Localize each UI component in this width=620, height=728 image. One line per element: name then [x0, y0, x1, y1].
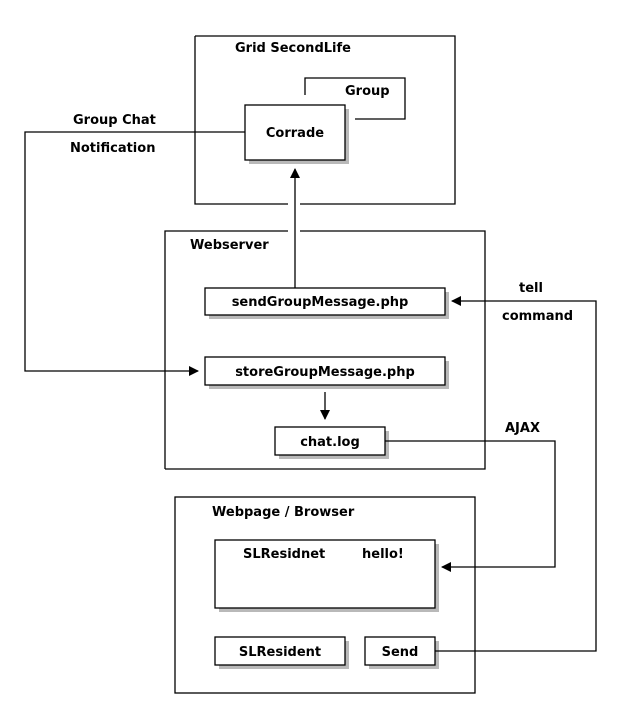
chat-message-text: hello!	[362, 547, 404, 562]
chat-sender-name: SLResidnet	[243, 547, 325, 562]
chat-display: SLResidnet hello!	[214, 539, 439, 612]
send-group-message-node: sendGroupMessage.php	[204, 287, 449, 319]
chat-log-label: chat.log	[300, 435, 360, 450]
corrade-label: Corrade	[266, 126, 324, 141]
browser-region	[174, 496, 476, 694]
webserver-label: Webserver	[190, 238, 269, 253]
store-group-message-label: storeGroupMessage.php	[235, 365, 415, 380]
notification-connector	[24, 131, 245, 376]
send-group-message-label: sendGroupMessage.php	[232, 295, 409, 310]
send-button-label: Send	[382, 645, 419, 660]
grid-secondlife-label: Grid SecondLife	[235, 41, 351, 56]
command-label: command	[502, 309, 573, 324]
chat-log-node: chat.log	[274, 426, 389, 459]
name-field[interactable]: SLResident	[214, 636, 349, 669]
name-field-value: SLResident	[239, 645, 321, 660]
grid-secondlife-region	[194, 35, 456, 205]
notification-label: Notification	[70, 141, 155, 156]
tell-label: tell	[519, 281, 543, 296]
browser-label: Webpage / Browser	[212, 505, 355, 520]
group-chat-label: Group Chat	[73, 113, 156, 128]
tell-command-connector	[435, 296, 597, 652]
store-group-message-node: storeGroupMessage.php	[204, 356, 449, 389]
ajax-label: AJAX	[505, 421, 540, 436]
group-label: Group	[345, 84, 390, 99]
webserver-region	[164, 230, 486, 470]
ajax-connector	[385, 440, 556, 572]
group-bracket	[304, 77, 406, 120]
send-button[interactable]: Send	[364, 636, 439, 669]
corrade-node: Corrade	[244, 104, 349, 164]
